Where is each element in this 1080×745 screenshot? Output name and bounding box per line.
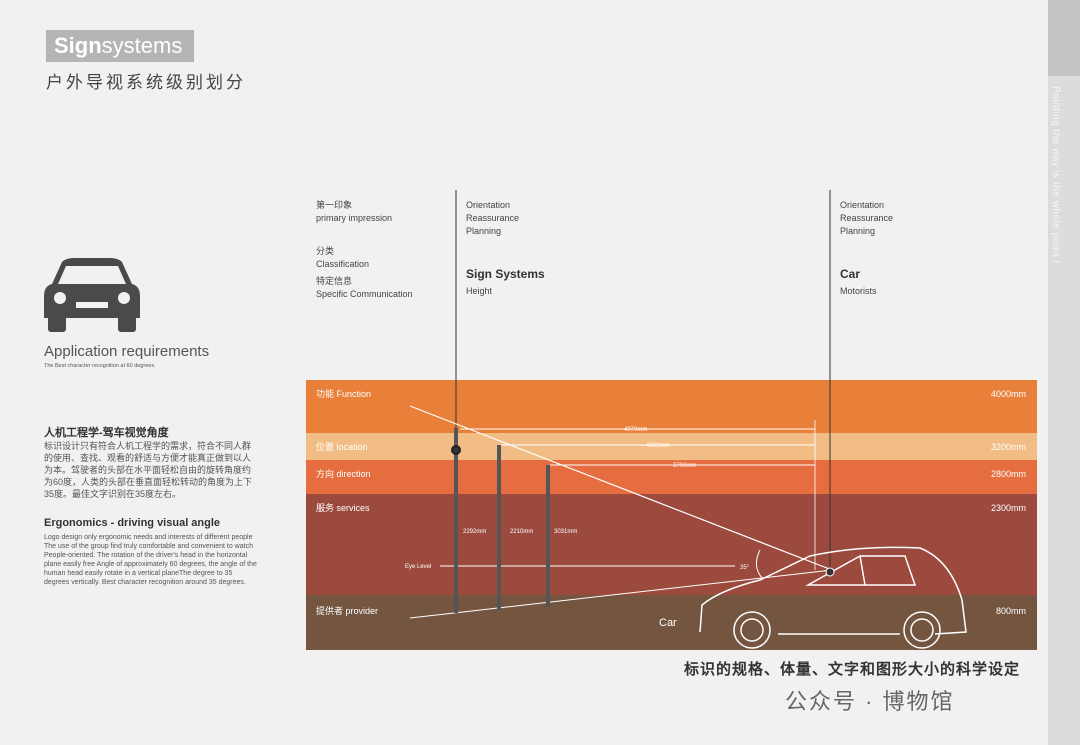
legend-text: Classification xyxy=(316,259,370,269)
legend-col-2: Orientation Reassurance Planning Sign Sy… xyxy=(466,199,545,298)
band-label: 服务 services xyxy=(316,502,370,513)
legend-text: Orientation xyxy=(840,200,885,210)
legend-title: Car xyxy=(840,267,861,281)
legend-title: Sign Systems xyxy=(466,267,545,281)
legend-text: 特定信息 xyxy=(316,276,353,286)
band-2 xyxy=(306,460,1037,494)
band-label: 提供者 provider xyxy=(316,605,378,616)
band-label: 功能 Function xyxy=(316,388,371,399)
band-height: 3200mm xyxy=(991,442,1026,452)
brand-rest: systems xyxy=(101,33,183,58)
en-heading: Ergonomics - driving visual angle xyxy=(44,517,221,529)
legend-text: 分类 xyxy=(316,246,335,256)
brand-bold: Sign xyxy=(54,33,102,58)
legend-text: Reassurance xyxy=(840,213,894,223)
legend-text: Planning xyxy=(466,226,502,236)
sign-post-3 xyxy=(546,465,550,607)
band-label: 位置 location xyxy=(316,441,368,452)
brand-title: Signsystems xyxy=(46,30,194,62)
legend-text: Height xyxy=(466,286,493,296)
sign-post-2 xyxy=(497,445,501,610)
dim-label-1: 4979mm xyxy=(624,427,647,433)
application-title: Application requirements xyxy=(44,343,210,360)
eye-level-label: Eye Level xyxy=(405,564,431,570)
dim-label-2: 4293mm xyxy=(646,443,669,449)
legend-text: primary impression xyxy=(316,213,393,223)
car-front-icon xyxy=(44,258,140,332)
driver-eye-marker xyxy=(825,567,835,577)
angle-label: 35° xyxy=(740,565,750,571)
watermark: 公众号 · 博物馆 xyxy=(785,689,955,714)
cn-body: 标识设计只有符合人机工程学的需求，符合不同人群的使用、查找、观看的舒适与方便才能… xyxy=(44,441,253,499)
post-height-2: 2210mm xyxy=(510,529,533,535)
sign-marker xyxy=(451,445,461,455)
page-subtitle: 户外导视系统级别划分 xyxy=(46,73,246,92)
post-height-1: 2292mm xyxy=(463,529,486,535)
band-4 xyxy=(306,595,1037,650)
band-0 xyxy=(306,380,1037,433)
bottom-title: 标识的规格、体量、文字和图形大小的科学设定 xyxy=(684,661,1021,678)
legend-text: Reassurance xyxy=(466,213,520,223)
band-height: 2300mm xyxy=(991,503,1026,513)
post-height-3: 3031mm xyxy=(554,529,577,535)
side-strip-top xyxy=(1048,0,1080,76)
side-slogan: Pointing the way is the whole point ! xyxy=(1050,86,1061,264)
sign-post-1 xyxy=(454,428,458,613)
legend-col-3: Orientation Reassurance Planning Car Mot… xyxy=(840,199,893,298)
band-height: 800mm xyxy=(996,606,1026,616)
band-label: 方向 direction xyxy=(316,468,371,479)
dim-label-3: 3700mm xyxy=(673,463,696,469)
side-strip xyxy=(1048,0,1080,745)
car-label: Car xyxy=(659,617,677,629)
angle-arc xyxy=(756,549,763,579)
legend-text: 第一印象 xyxy=(316,200,353,210)
legend-text: Specific Communication xyxy=(316,289,413,299)
application-subtitle: The Best character recognition at 60 deg… xyxy=(44,363,156,369)
band-1 xyxy=(306,433,1037,460)
legend-col-1: 第一印象 primary impression 分类 Classificatio… xyxy=(316,199,413,301)
en-body: Logo design only ergonomic needs and int… xyxy=(44,534,257,586)
band-height: 2800mm xyxy=(991,469,1026,479)
legend-text: Orientation xyxy=(466,200,511,210)
cn-heading: 人机工程学-驾车视觉角度 xyxy=(44,427,169,439)
legend-text: Planning xyxy=(840,226,876,236)
band-height: 4000mm xyxy=(991,389,1026,399)
sight-line xyxy=(409,405,833,571)
band-3 xyxy=(306,494,1037,595)
legend-text: Motorists xyxy=(840,286,877,296)
